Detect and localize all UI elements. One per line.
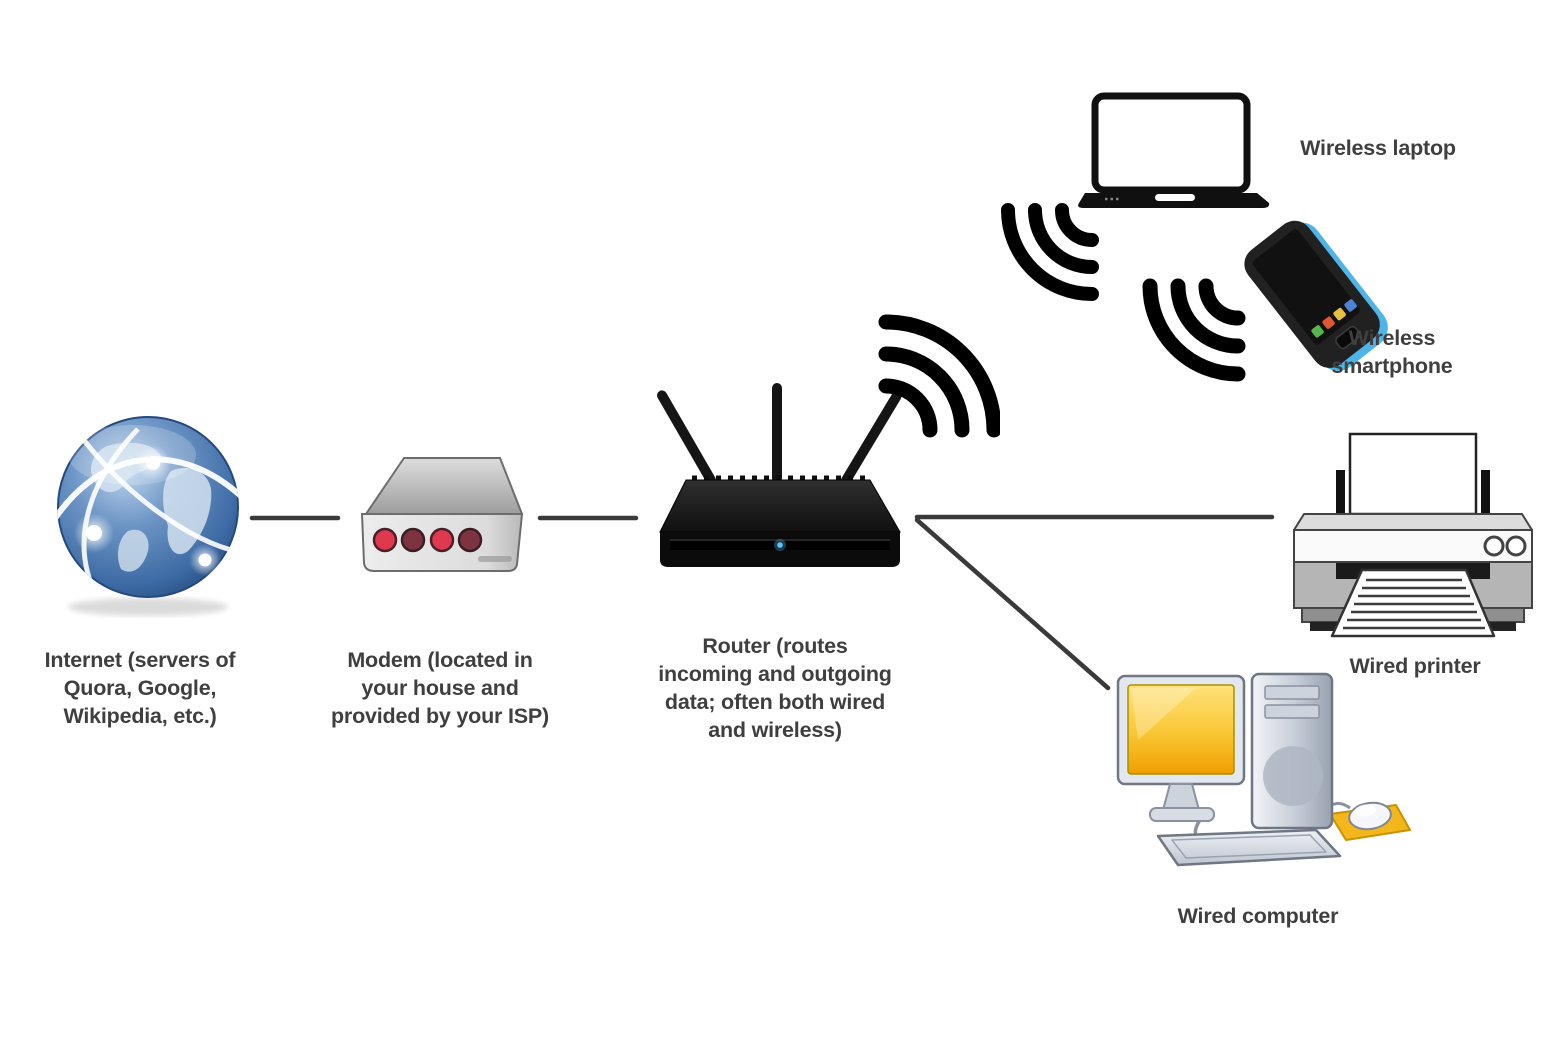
- wired-printer-label: Wired printer: [1349, 654, 1481, 678]
- modem-label: Modem (located in your house and provide…: [330, 648, 549, 728]
- laptop-icon: [1078, 92, 1274, 212]
- router-label: Router (routes incoming and outgoing dat…: [658, 634, 892, 742]
- wired-computer-label: Wired computer: [1177, 904, 1339, 928]
- wifi-signal-laptop-icon: [985, 202, 1101, 318]
- globe-icon: [52, 408, 244, 620]
- wireless-smartphone-label: Wireless smartphone: [1331, 326, 1453, 378]
- internet-label: Internet (servers of Quora, Google, Wiki…: [44, 648, 236, 728]
- printer-icon: [1288, 430, 1540, 646]
- modem-icon: [352, 452, 527, 577]
- connector-router-computer: [914, 517, 1111, 691]
- wifi-signal-smartphone-icon: [1126, 276, 1248, 412]
- desktop-computer-icon: [1100, 658, 1412, 880]
- wireless-laptop-label: Wireless laptop: [1300, 136, 1456, 160]
- smartphone-icon: [1218, 216, 1408, 376]
- router-icon: [648, 380, 910, 575]
- wifi-signal-router-icon: [878, 283, 1000, 439]
